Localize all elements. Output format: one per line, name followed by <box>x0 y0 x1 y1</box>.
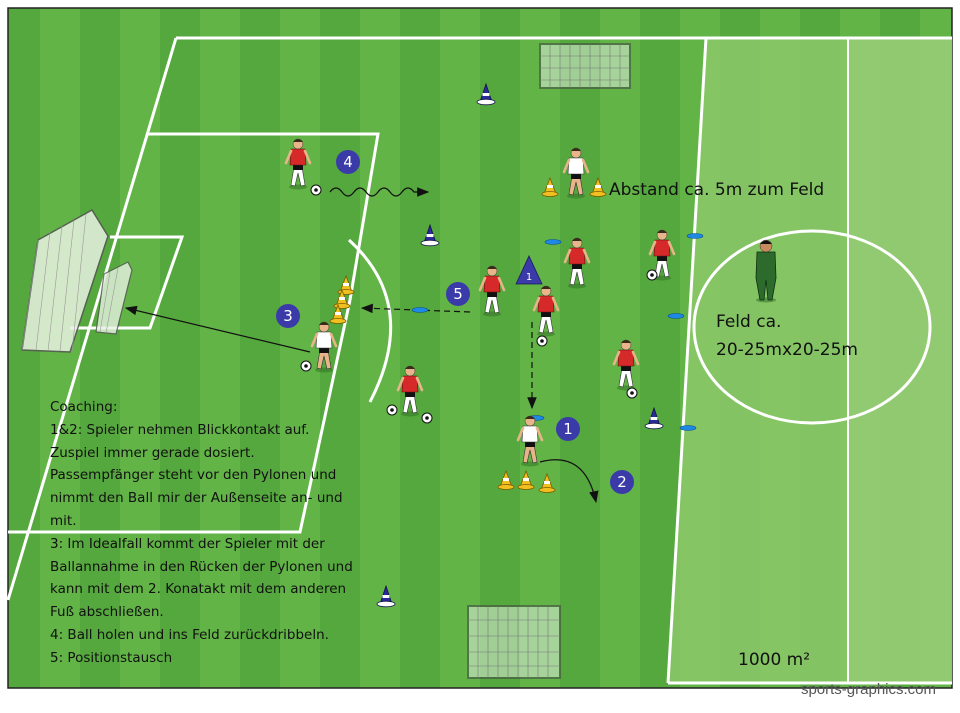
coaching-line: 4: Ball holen und ins Feld zurückdribbel… <box>50 624 353 647</box>
coaching-line: kann mit dem 2. Konatakt mit dem anderen <box>50 578 353 601</box>
coaching-title: Coaching: <box>50 396 353 419</box>
ball-icon <box>422 413 432 423</box>
ball-icon <box>311 185 321 195</box>
ball-icon <box>627 388 637 398</box>
marker-4: 4 <box>343 153 353 171</box>
ball-icon <box>647 270 657 280</box>
marker-3: 3 <box>283 307 293 325</box>
coaching-line: Zuspiel immer gerade dosiert. <box>50 442 353 465</box>
coaching-line: 3: Im Idealfall kommt der Spieler mit de… <box>50 533 353 556</box>
goal-icon <box>540 44 630 88</box>
coaching-line: 5: Positionstausch <box>50 647 353 670</box>
coaching-notes: Coaching: 1&2: Spieler nehmen Blickkonta… <box>50 396 353 670</box>
marker-5: 5 <box>453 285 463 303</box>
coaching-line: Passempfänger steht vor den Pylonen und <box>50 464 353 487</box>
credit-text: sports-graphics.com <box>801 681 936 698</box>
ball-icon <box>387 405 397 415</box>
coaching-line: mit. <box>50 510 353 533</box>
coaching-line: Ballannahme in den Rücken der Pylonen un… <box>50 556 353 579</box>
svg-text:1: 1 <box>526 272 532 283</box>
goal-icon <box>468 606 560 678</box>
marker-2: 2 <box>617 473 627 491</box>
coaching-line: nimmt den Ball mir der Außenseite an- un… <box>50 487 353 510</box>
ball-icon <box>301 361 311 371</box>
coaching-line: 1&2: Spieler nehmen Blickkontakt auf. <box>50 419 353 442</box>
ball-icon <box>537 336 547 346</box>
field-size-line2: 20-25mx20-25m <box>716 340 858 360</box>
coaching-line: Fuß abschließen. <box>50 601 353 624</box>
area-label: 1000 m² <box>738 650 810 670</box>
distance-note: Abstand ca. 5m zum Feld <box>609 180 824 200</box>
field-size-line1: Feld ca. <box>716 312 781 332</box>
marker-1: 1 <box>563 420 573 438</box>
